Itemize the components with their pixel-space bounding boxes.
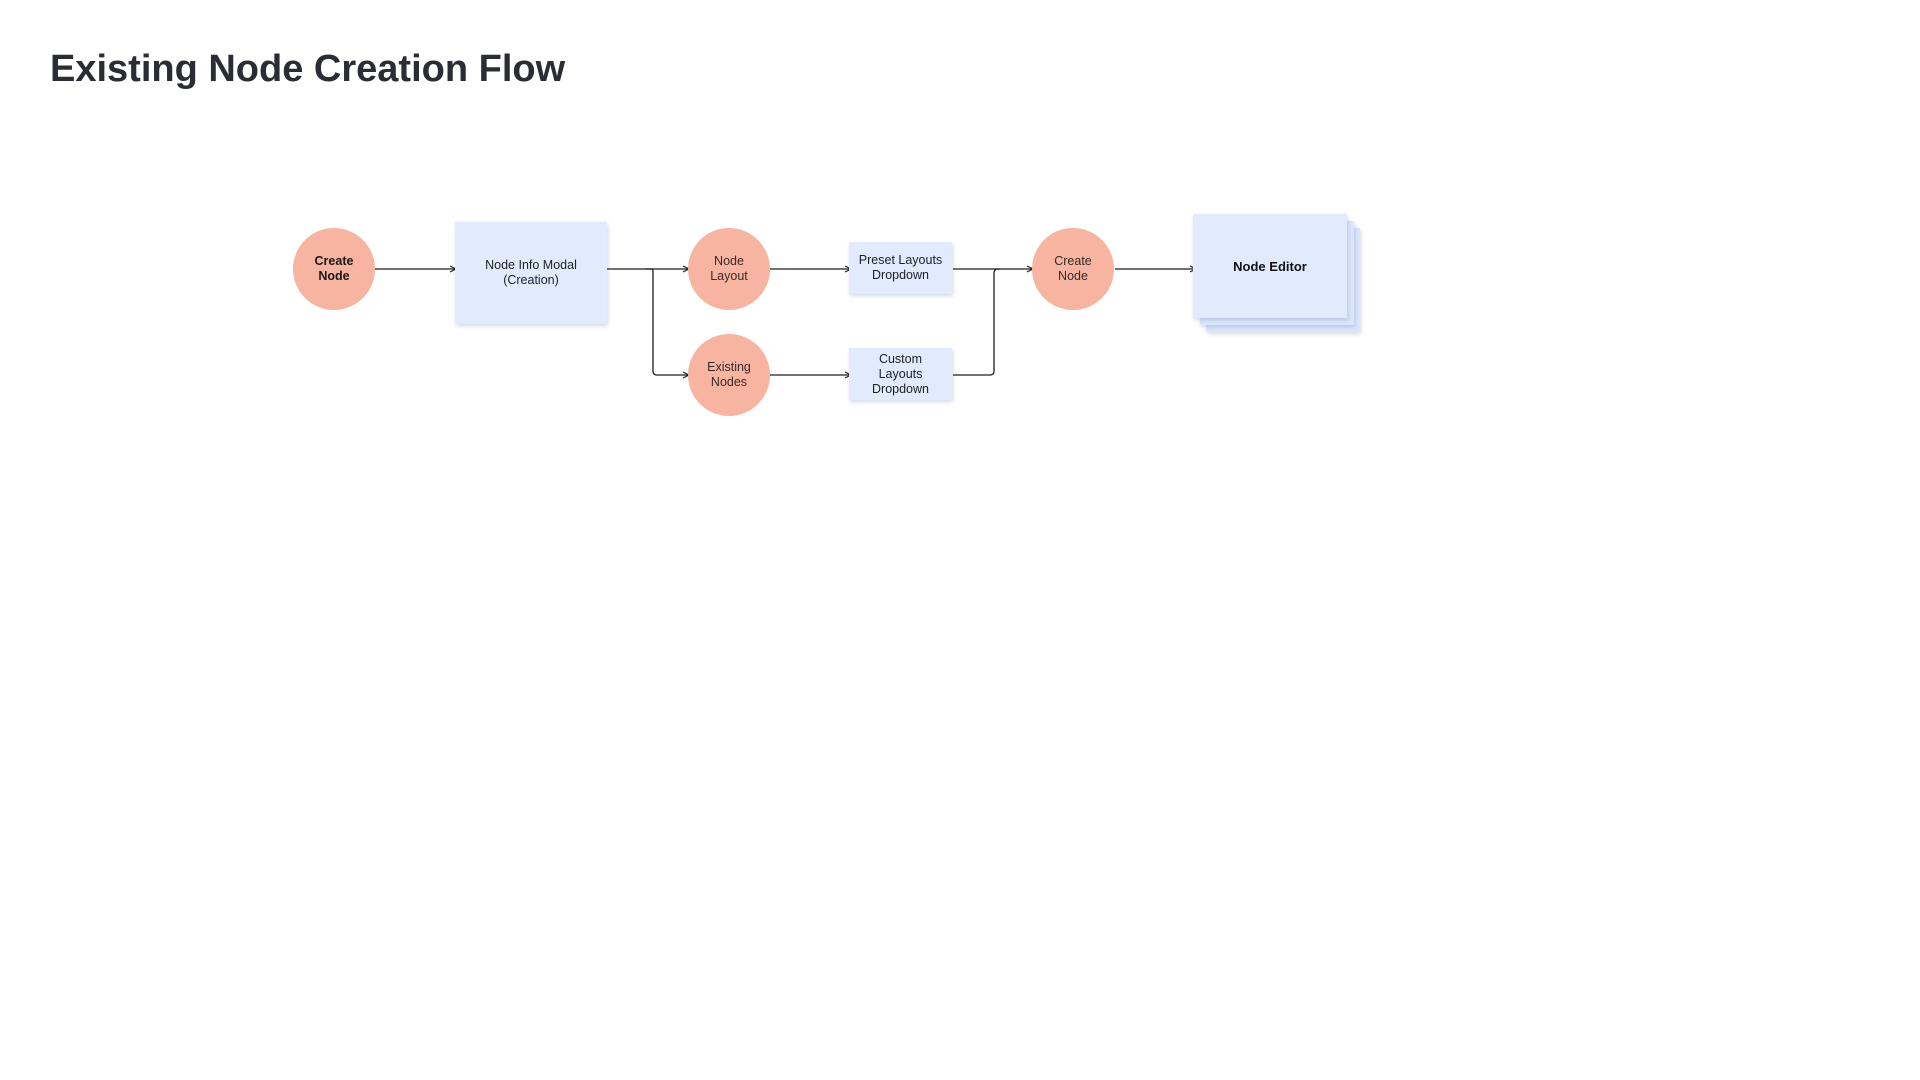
node-info-modal-box[interactable]: Node Info Modal (Creation) xyxy=(455,222,607,324)
create-node-end-circle[interactable]: Create Node xyxy=(1032,228,1114,310)
create-node-start-circle[interactable]: Create Node xyxy=(293,228,375,310)
create-node-start-label: Create Node xyxy=(314,254,354,283)
node-info-modal-label: Node Info Modal (Creation) xyxy=(485,258,577,287)
node-editor-box[interactable]: Node Editor xyxy=(1193,214,1347,318)
page-title: Existing Node Creation Flow xyxy=(50,48,566,90)
node-layout-circle[interactable]: Node Layout xyxy=(688,228,770,310)
existing-nodes-circle[interactable]: Existing Nodes xyxy=(688,334,770,416)
edge-modal-to-existing xyxy=(645,268,689,375)
custom-layouts-dropdown-label: Custom Layouts Dropdown xyxy=(872,351,929,396)
preset-layouts-dropdown-box[interactable]: Preset Layouts Dropdown xyxy=(849,242,952,294)
edge-custom-to-create xyxy=(953,268,1000,376)
preset-layouts-dropdown-label: Preset Layouts Dropdown xyxy=(858,253,943,282)
node-layout-label: Node Layout xyxy=(710,254,748,283)
existing-nodes-label: Existing Nodes xyxy=(707,360,751,389)
node-editor-label: Node Editor xyxy=(1233,258,1307,274)
custom-layouts-dropdown-box[interactable]: Custom Layouts Dropdown xyxy=(849,348,952,400)
create-node-end-label: Create Node xyxy=(1054,254,1092,283)
